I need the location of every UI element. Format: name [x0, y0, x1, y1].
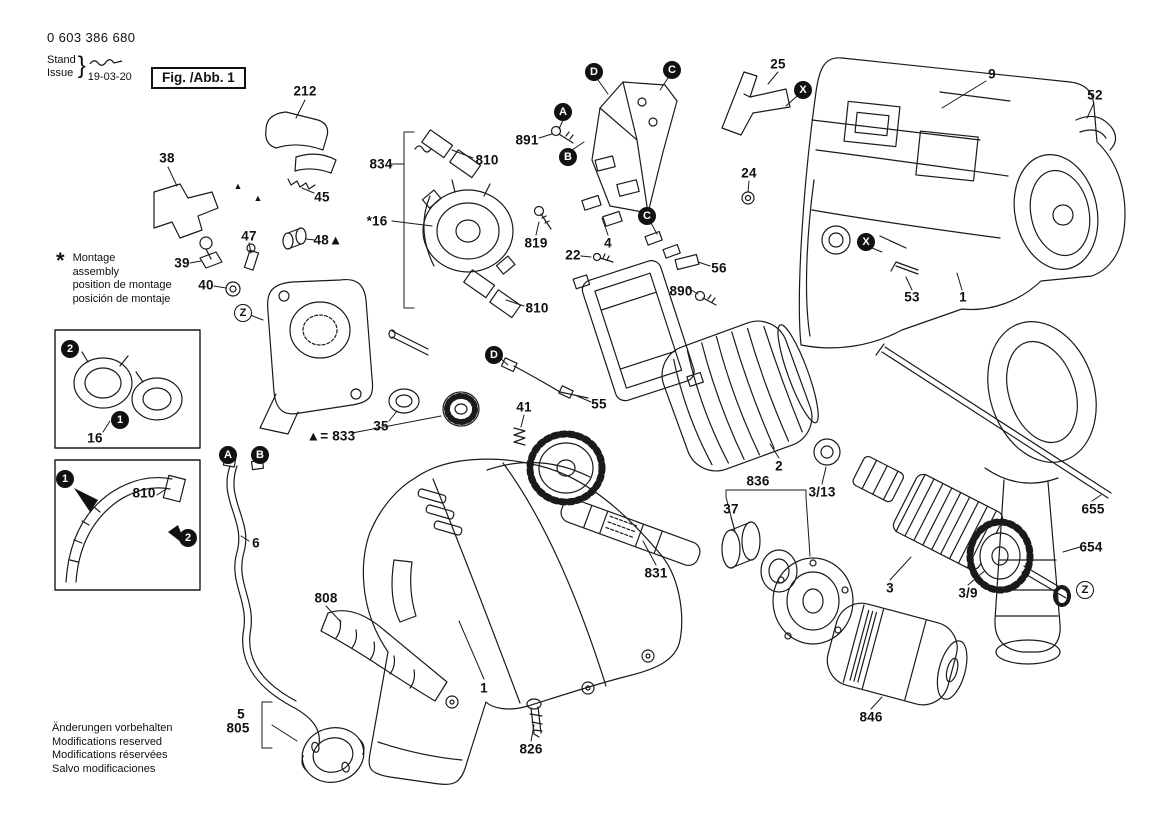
issue-label: Issue: [47, 67, 74, 79]
stator-wires: [500, 357, 589, 399]
spindle: [560, 498, 701, 567]
figure-label: Fig. /Abb. 1: [151, 67, 246, 89]
montage-note-line: assembly: [72, 265, 120, 278]
montage-note-line: position de montage: [72, 279, 172, 291]
montage-note-line: Montage: [72, 252, 116, 264]
footer-line: Änderungen vorbehalten: [52, 722, 173, 734]
header: 0 603 386 680 Stand Issue } 19-03-20: [47, 30, 135, 83]
detent-parts: [199, 227, 307, 297]
mains-plug: [301, 727, 365, 783]
chuck: [826, 602, 968, 706]
carbon-brushes: [287, 129, 522, 319]
doc-number: 0 603 386 680: [47, 30, 136, 45]
footer-line: Modifications reserved: [52, 735, 163, 748]
field-coil: [661, 320, 819, 472]
footer-line: Modifications réservées: [52, 749, 168, 761]
cover-cap: [265, 111, 337, 174]
gear-bracket-plate: [259, 278, 429, 435]
montage-note: * Montage assembly position de montage p…: [56, 248, 172, 306]
signature-squiggle-icon: [88, 55, 132, 73]
footer-line: Salvo modificaciones: [52, 762, 156, 775]
gear-train-parts: [388, 388, 606, 506]
asterisk-symbol: *: [56, 248, 65, 273]
cord-guard: [320, 610, 448, 702]
terminal-clips: [533, 191, 755, 306]
brace-glyph: }: [77, 52, 86, 79]
stator: [572, 260, 704, 402]
clutch-parts: [721, 521, 854, 645]
footer-disclaimer: Änderungen vorbehalten Modifications res…: [52, 722, 172, 776]
leader-lines: [102, 71, 1102, 749]
montage-note-line: posición de montaje: [72, 292, 171, 305]
clip-lever: [721, 71, 791, 136]
mode-lever: [153, 183, 219, 260]
issue-block: Stand Issue } 19-03-20: [47, 52, 135, 84]
depth-rod: [875, 343, 1112, 499]
motor-housing: [798, 57, 1126, 349]
armature: [813, 438, 1071, 607]
main-housing: [362, 458, 683, 785]
bearing-flange: [421, 179, 516, 275]
inset-detail-2: [54, 459, 201, 591]
inset-detail-1: [54, 329, 201, 449]
switch-assembly: [550, 81, 678, 227]
housing-screw: [526, 698, 543, 738]
stand-label: Stand: [47, 54, 76, 66]
aux-handle: [984, 321, 1097, 665]
issue-date: 19-03-20: [87, 71, 132, 83]
